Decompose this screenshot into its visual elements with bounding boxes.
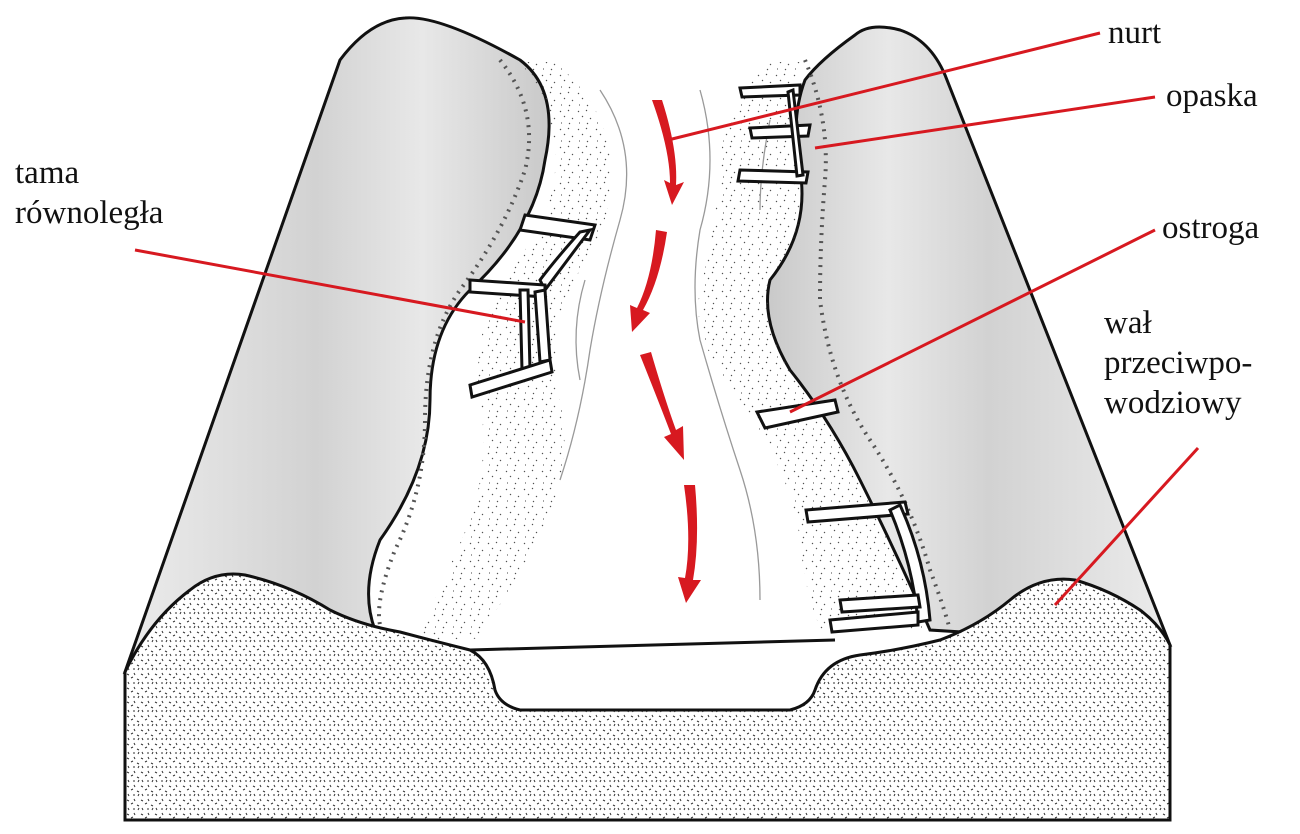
label-wal-przeciwpowodziowy: wał przeciwpo- wodziowy (1104, 303, 1252, 423)
leader-wal (1053, 446, 1200, 607)
flow-arrow-2 (630, 230, 667, 332)
leader-ostroga (789, 228, 1156, 414)
label-tama-line1: tama (15, 155, 80, 191)
ground-cross-section (123, 572, 1172, 822)
label-wal-line3: wodziowy (1104, 385, 1242, 421)
label-wal-line2: przeciwpo- (1104, 345, 1253, 381)
right-bank-rim (803, 59, 952, 631)
channel-floor (469, 638, 836, 652)
flow-arrow-1 (652, 100, 684, 205)
label-tama-line2: równoległa (15, 195, 164, 231)
right-groynes (736, 83, 932, 634)
river-channel (475, 62, 825, 640)
label-nurt: nurt (1108, 15, 1162, 51)
label-tama-rownolegla: tama równoległa (15, 153, 163, 233)
label-ostroga: ostroga (1162, 210, 1260, 246)
parallel-dam (468, 213, 597, 399)
left-levee (122, 16, 551, 674)
leader-lines (134, 31, 1200, 607)
leader-nurt (667, 31, 1101, 142)
flow-arrow-4 (678, 485, 701, 603)
label-opaska: opaska (1166, 78, 1258, 114)
leader-tama (134, 248, 526, 324)
flow-arrow-3 (640, 352, 684, 460)
flow-arrows (630, 100, 701, 603)
label-wal-line1: wał (1104, 305, 1152, 341)
leader-opaska (814, 95, 1156, 150)
